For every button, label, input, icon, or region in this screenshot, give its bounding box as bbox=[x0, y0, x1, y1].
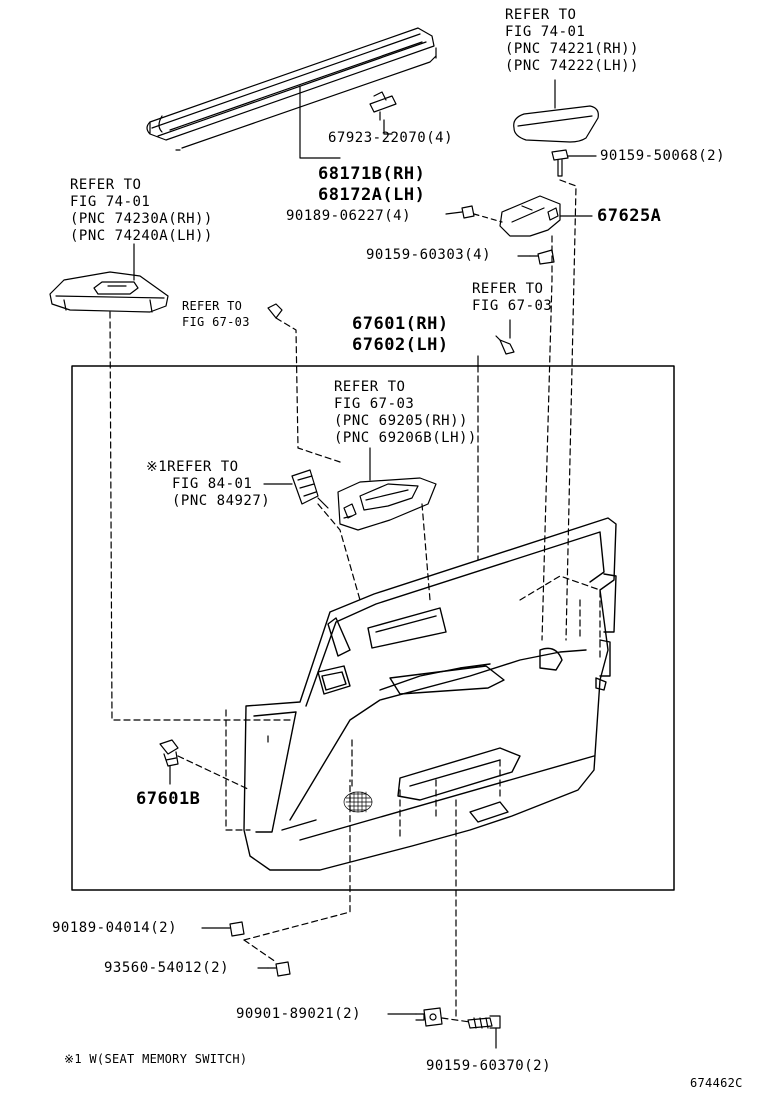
ref-67-03-handle-line2: FIG 67-03 bbox=[334, 396, 415, 412]
ref-74-01-left-line3: (PNC 74230A(RH)) bbox=[70, 211, 213, 227]
screw-93560-54012-part bbox=[267, 961, 291, 977]
label-90901-89021: 90901-89021(2) bbox=[236, 1006, 362, 1022]
label-93560-54012: 93560-54012(2) bbox=[104, 960, 230, 976]
clip-67601b-part bbox=[159, 739, 179, 767]
ref-74-01-top-line2: FIG 74-01 bbox=[505, 24, 586, 40]
dashed-cover-down bbox=[559, 179, 577, 641]
dashed-switch-panel bbox=[109, 311, 291, 721]
screw-90159-50068-part bbox=[551, 149, 569, 177]
dashed-inner-right bbox=[519, 575, 601, 661]
clip-refer-67-03-part bbox=[267, 303, 283, 319]
dashed-clip-refer bbox=[275, 317, 341, 463]
ref-67-03-small-line1: REFER TO bbox=[182, 299, 243, 313]
dashed-inner-lower bbox=[399, 759, 501, 839]
bolt-90159-60370-part bbox=[467, 1015, 501, 1029]
ref-74-01-top-line4: (PNC 74222(LH)) bbox=[505, 58, 639, 74]
dashed-handle bbox=[421, 503, 431, 601]
label-90159-60370: 90159-60370(2) bbox=[426, 1058, 552, 1074]
ref-84-01-line1: ※1REFER TO bbox=[146, 459, 239, 475]
clip-90189-04014-part bbox=[229, 921, 245, 937]
door-trim-panel-part bbox=[243, 517, 617, 871]
ref-74-01-left-line1: REFER TO bbox=[70, 177, 142, 193]
fastener-90901-89021-part bbox=[415, 1007, 443, 1027]
dashed-inner-box-mid bbox=[267, 735, 353, 791]
ref-74-01-top-line3: (PNC 74221(RH)) bbox=[505, 41, 639, 57]
footnote: ※1 W(SEAT MEMORY SWITCH) bbox=[64, 1052, 248, 1066]
dashed-93560-54012 bbox=[243, 939, 277, 963]
dashed-67601b bbox=[177, 755, 251, 791]
label-67625a: 67625A bbox=[597, 206, 662, 226]
label-68172a: 68172A(LH) bbox=[318, 185, 426, 205]
ref-84-01-line3: (PNC 84927) bbox=[172, 493, 271, 509]
dashed-memory-switch bbox=[317, 503, 361, 601]
label-67923-22070: 67923-22070(4) bbox=[328, 130, 454, 146]
speaker-grille-part bbox=[343, 791, 373, 813]
memory-switch-part bbox=[291, 469, 329, 509]
screw-refer-67-03-part bbox=[495, 335, 515, 355]
clip-67923-part bbox=[369, 91, 397, 121]
leader-68171b bbox=[299, 85, 341, 159]
ref-67-03-handle-line1: REFER TO bbox=[334, 379, 406, 395]
assembly-frame bbox=[71, 365, 675, 891]
inside-handle-part bbox=[337, 477, 437, 531]
leader-90189-06227-a bbox=[445, 211, 463, 215]
ref-67-03-right-line1: REFER TO bbox=[472, 281, 544, 297]
dashed-90901-89021 bbox=[441, 1017, 471, 1023]
label-68171b: 68171B(RH) bbox=[318, 164, 426, 184]
clip-90189-06227-part bbox=[461, 205, 475, 219]
ref-67-03-handle-line4: (PNC 69206B(LH)) bbox=[334, 430, 477, 446]
label-90189-06227: 90189-06227(4) bbox=[286, 208, 412, 224]
label-67601b: 67601B bbox=[136, 789, 201, 809]
belt-weatherstrip-part bbox=[146, 27, 437, 151]
dashed-90189-04014 bbox=[243, 779, 351, 941]
dashed-inner-box-left bbox=[225, 709, 251, 831]
label-67602: 67602(LH) bbox=[352, 335, 449, 355]
leader-67923 bbox=[383, 119, 393, 135]
upper-cover-part bbox=[513, 105, 599, 143]
label-90159-60303: 90159-60303(4) bbox=[366, 247, 492, 263]
ref-67-03-handle-line3: (PNC 69205(RH)) bbox=[334, 413, 468, 429]
screw-90159-60303-part bbox=[529, 249, 555, 265]
ref-67-03-small-line2: FIG 67-03 bbox=[182, 315, 250, 329]
switch-panel-part bbox=[49, 271, 169, 313]
label-90159-50068: 90159-50068(2) bbox=[600, 148, 726, 164]
bracket-67625a-part bbox=[499, 195, 561, 237]
ref-67-03-right-line2: FIG 67-03 bbox=[472, 298, 553, 314]
label-67601: 67601(RH) bbox=[352, 314, 449, 334]
label-90189-04014: 90189-04014(2) bbox=[52, 920, 178, 936]
figure-number: 674462C bbox=[690, 1076, 743, 1090]
ref-74-01-left-line2: FIG 74-01 bbox=[70, 194, 151, 210]
ref-84-01-line2: FIG 84-01 bbox=[172, 476, 253, 492]
dashed-bracket-down bbox=[541, 235, 553, 641]
ref-74-01-left-line4: (PNC 74240A(LH)) bbox=[70, 228, 213, 244]
ref-74-01-top-line1: REFER TO bbox=[505, 7, 577, 23]
leader-90189-06227-b bbox=[473, 213, 503, 223]
